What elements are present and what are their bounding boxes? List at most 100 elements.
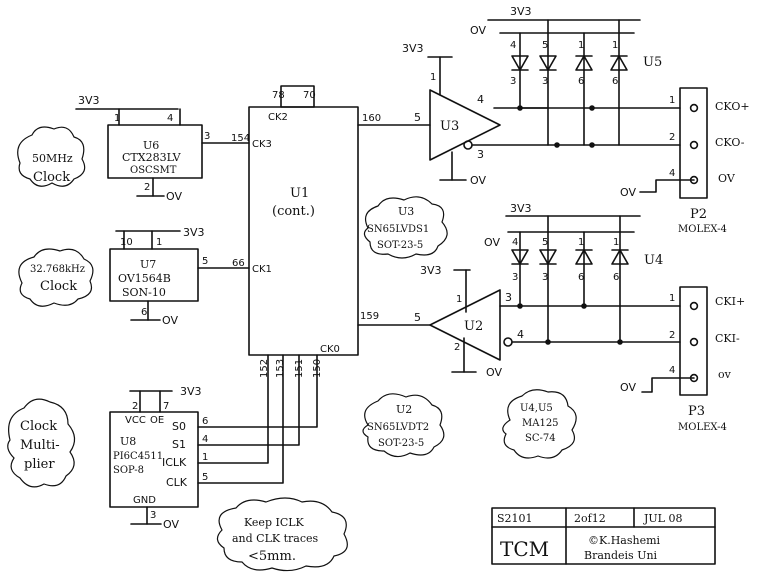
- cloud-u4u5-info: U4,U5 MA125 SC-74: [502, 389, 577, 459]
- p3-pin-4: 4: [669, 365, 675, 376]
- u1-pin-152: 152: [259, 359, 270, 378]
- cloud-keep-line1: Keep ICLK: [244, 516, 305, 529]
- u7-pin-1: 1: [156, 237, 162, 248]
- u4-d2-top: 5: [542, 237, 548, 248]
- cloud-50mhz: 50MHz Clock: [17, 126, 86, 187]
- u8-iclk: ICLK: [162, 456, 187, 469]
- u6-3v3: 3V3: [78, 94, 100, 107]
- u6-pkg: OSCSMT: [130, 165, 177, 176]
- u5-d3-top: 1: [578, 40, 584, 51]
- u5-ref: U5: [643, 55, 662, 70]
- u8-s0: S0: [172, 420, 186, 433]
- u8-part: PI6C4511: [113, 451, 163, 462]
- u5-3v3: 3V3: [510, 5, 532, 18]
- cloud-32khz-line1: 32.768kHz: [30, 264, 85, 275]
- cloud-32khz: 32.768kHz Clock: [18, 248, 94, 307]
- p3-connector: 1 2 4 OV CKI+ CKI- ov P3 MOLEX-4: [620, 286, 745, 433]
- u1-pin-153: 153: [275, 359, 286, 378]
- cloud-u2-line1: U2: [396, 403, 412, 416]
- u1-ck1-label: CK1: [252, 264, 272, 275]
- u6-pin-2: 2: [144, 182, 150, 193]
- tb-org: Brandeis Uni: [584, 549, 658, 562]
- u4-d4-top: 1: [613, 237, 619, 248]
- tb-sheet-no: 2of12: [574, 512, 606, 525]
- p3-sig3: ov: [718, 368, 732, 381]
- u5-d4-top: 1: [612, 40, 618, 51]
- cloud-u2-line2: SN65LVDT2: [367, 422, 429, 433]
- u4-diode-4: [611, 249, 629, 265]
- u1-ck3-label: CK3: [252, 139, 272, 150]
- cloud-32khz-line2: Clock: [40, 279, 77, 294]
- u5-d2-bot: 3: [542, 76, 548, 87]
- cloud-u3-line2: SN65LVDS1: [367, 224, 429, 235]
- u8-pin-7: 7: [163, 401, 169, 412]
- cloud-cm-line3: plier: [24, 457, 55, 472]
- p2-part: MOLEX-4: [678, 224, 727, 235]
- u4-d2-bot: 3: [542, 272, 548, 283]
- u1-pin-160: 160: [362, 113, 381, 124]
- u4-ov: OV: [484, 236, 500, 249]
- u5-ov: OV: [470, 24, 486, 37]
- cloud-50mhz-line2: Clock: [33, 170, 70, 185]
- cloud-cm-line2: Multi-: [20, 438, 60, 453]
- p3-part: MOLEX-4: [678, 422, 727, 433]
- u7-pin-5: 5: [202, 256, 208, 267]
- u8-s1: S1: [172, 438, 186, 451]
- u8-vcc: VCC: [125, 415, 146, 426]
- u8-clock-multiplier: 3V3 2 7 VCC OE U8 PI6C4511 SOP-8 GND S0 …: [109, 354, 318, 531]
- cloud-keep-line3: <5mm.: [248, 549, 296, 564]
- u3-pin-1: 1: [430, 72, 436, 83]
- u7-pkg: SON-10: [122, 286, 166, 299]
- u1-ck0-label: CK0: [320, 344, 340, 355]
- u1-ref: U1: [290, 186, 309, 201]
- u4-d3-top: 1: [578, 237, 584, 248]
- u8-clk: CLK: [166, 476, 188, 489]
- u4-diode-3: [575, 249, 593, 265]
- cloud-u45-line3: SC-74: [525, 433, 556, 444]
- u4-diode-2: [539, 249, 557, 265]
- u6-pin-4: 4: [167, 113, 173, 124]
- u1-pin-66: 66: [232, 258, 245, 269]
- cloud-u3-info: U3 SN65LVDS1 SOT-23-5: [363, 196, 448, 259]
- u4-d1-bot: 3: [512, 272, 518, 283]
- p3-pin-2: 2: [669, 330, 675, 341]
- u6-pin-1: 1: [114, 113, 120, 124]
- p3-sig1: CKI+: [715, 295, 745, 308]
- tb-author: ©K.Hashemi: [588, 534, 661, 547]
- u5-d2-top: 5: [542, 40, 548, 51]
- u2-pin-3: 3: [505, 291, 512, 304]
- u2-ref: U2: [464, 319, 483, 334]
- u5-diode-2: [539, 55, 557, 71]
- u8-pin-6: 6: [202, 416, 208, 427]
- u6-pin-3: 3: [204, 131, 210, 142]
- u5-diode-3: [575, 55, 593, 71]
- u4-ref: U4: [644, 253, 663, 268]
- u8-pin-4: 4: [202, 434, 208, 445]
- u5-d3-bot: 6: [578, 76, 584, 87]
- u7-pin-10: 10: [120, 237, 133, 248]
- u1-pin-78: 78: [272, 90, 285, 101]
- u3-ref: U3: [440, 119, 459, 134]
- u5-d4-bot: 6: [612, 76, 618, 87]
- cloud-u45-line2: MA125: [522, 418, 559, 429]
- cloud-50mhz-line1: 50MHz: [32, 152, 73, 165]
- u1-pin-154: 154: [231, 133, 250, 144]
- u4-3v3: 3V3: [510, 202, 532, 215]
- u8-pkg: SOP-8: [113, 465, 144, 476]
- p2-connector: 1 2 4 OV CKO+ CKO- OV P2 MOLEX-4: [620, 87, 750, 235]
- u7-part: OV1564B: [118, 272, 171, 285]
- u3-lvds-driver: U3 5 3V3 1 OV 4 3: [357, 42, 681, 187]
- p2-pin-1: 1: [669, 95, 675, 106]
- cloud-u2-line3: SOT-23-5: [378, 438, 424, 449]
- cloud-u2-info: U2 SN65LVDT2 SOT-23-5: [362, 393, 445, 458]
- u3-pin-5: 5: [414, 111, 421, 124]
- u8-oe: OE: [150, 415, 164, 426]
- u4-diode-1: [511, 249, 529, 265]
- u2-pin-1: 1: [456, 294, 462, 305]
- u3-3v3: 3V3: [402, 42, 424, 55]
- u8-pin-2: 2: [132, 401, 138, 412]
- tb-date: JUL 08: [643, 512, 682, 525]
- u8-3v3: 3V3: [180, 385, 202, 398]
- u1-pin-159: 159: [360, 311, 379, 322]
- cloud-u3-line3: SOT-23-5: [377, 240, 423, 251]
